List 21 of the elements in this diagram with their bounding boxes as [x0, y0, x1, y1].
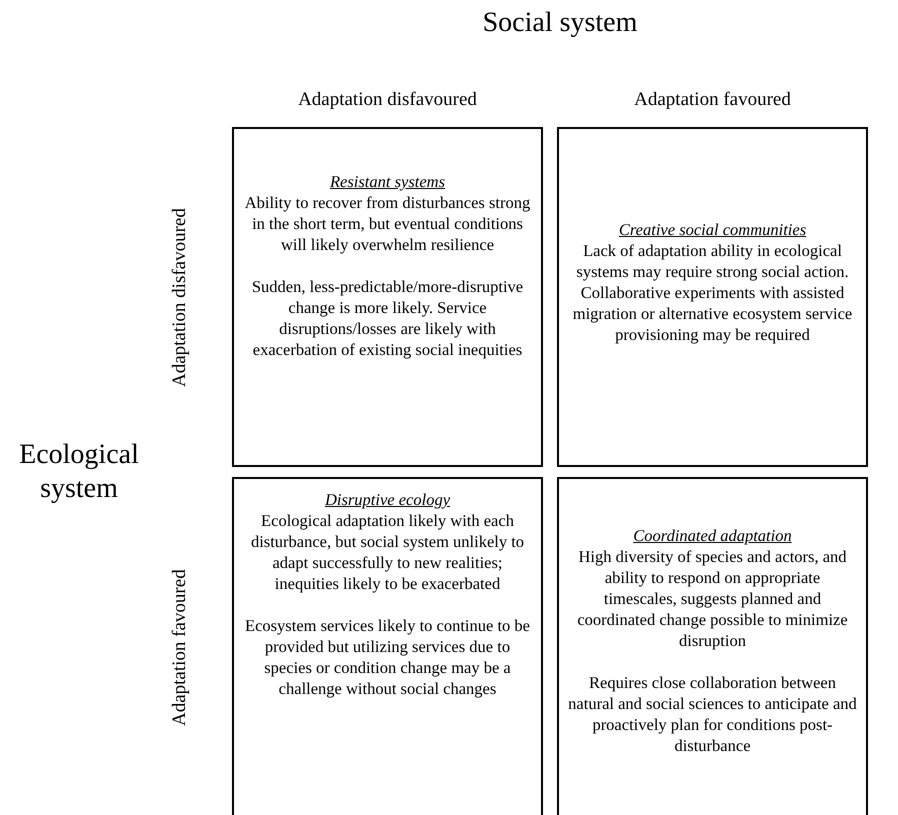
quadrant-box — [557, 127, 868, 467]
axis-title: Ecological system — [18, 438, 140, 506]
quadrant-description: High diversity of species and actors, and ability to respond on appropriate timescales, suggests planned and coordinated change possible to minimize disruption — [576, 546, 849, 651]
quadrant-heading: Resistant systems — [330, 171, 446, 192]
column-header: Adaptation favoured — [633, 88, 792, 112]
quadrant-heading: Coordinated adaptation — [633, 525, 792, 546]
quadrant-box — [232, 477, 543, 815]
quadrant-description: Requires close collaboration between natural and social sciences to anticipate and proactively plan for conditions post-disturbance — [567, 672, 858, 756]
quadrant-description: Ecological adaptation likely with each disturbance, but social system unlikely to adapt successfully to new realities; inequities likely to be exacerbated — [250, 510, 526, 594]
row-header: Adaptation favoured — [168, 568, 191, 728]
quadrant-box — [557, 477, 868, 815]
quadrant-description: Ecosystem services likely to continue to be provided but utilizing services due to species or condition change may be a challenge without social changes — [244, 615, 531, 699]
quadrant-description: Lack of adaptation ability in ecological systems may require strong social action. Collaborative experiments with assisted migration or alternative ecosystem service provisioning may be required — [572, 240, 854, 345]
quadrant-box — [232, 127, 543, 467]
quadrant-description: Ability to recover from disturbances strong in the short term, but eventual conditions will likely overwhelm resilience — [244, 192, 532, 255]
quadrant-heading: Disruptive ecology — [324, 489, 450, 510]
row-header: Adaptation disfavoured — [168, 207, 191, 389]
quadrant-heading: Creative social communities — [618, 219, 806, 240]
axis-title: Social system — [482, 6, 638, 40]
column-header: Adaptation disfavoured — [297, 88, 478, 112]
quadrant-description: Sudden, less-predictable/more-disruptive change is more likely. Service disruptions/losses are likely with exacerbation of existing social inequities — [250, 276, 524, 360]
